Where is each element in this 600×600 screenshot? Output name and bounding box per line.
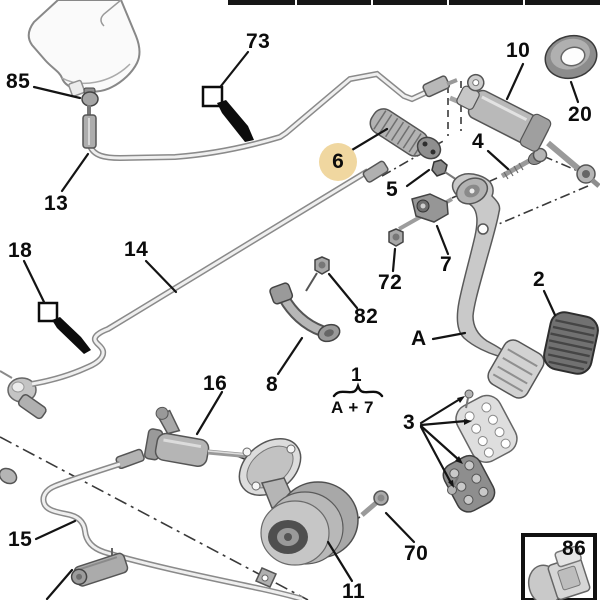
master-cylinder-16 <box>0 394 285 485</box>
part-label-16[interactable]: 16 <box>203 372 228 395</box>
part-label-6-highlighted[interactable]: 6 <box>332 150 344 173</box>
part-label-13[interactable]: 13 <box>44 192 69 215</box>
bolt-70 <box>360 490 389 517</box>
leader-lines <box>22 50 580 600</box>
highlight-circle-part-6[interactable] <box>319 143 357 181</box>
part-label-10[interactable]: 10 <box>506 39 531 62</box>
pivot-hardware <box>388 147 548 247</box>
pedal-plates-3 <box>442 389 518 513</box>
assembly-label-1: 1 <box>351 365 363 386</box>
part-label-82[interactable]: 82 <box>354 305 379 328</box>
part-label-2[interactable]: 2 <box>533 268 546 291</box>
leader-arrowheads-3 <box>448 396 472 488</box>
part-label-86[interactable]: 86 <box>562 537 587 560</box>
pedal-rubber-2 <box>543 311 599 375</box>
part-label-72[interactable]: 72 <box>378 271 403 294</box>
clutch-pipe-13 <box>82 70 458 162</box>
part-label-7[interactable]: 7 <box>440 253 453 276</box>
part-label-15[interactable]: 15 <box>8 528 33 551</box>
assembly-label-a-plus-7: A + 7 <box>331 398 374 417</box>
master-cylinder-10 <box>449 73 600 188</box>
part-label-8[interactable]: 8 <box>266 373 279 396</box>
part-label-70[interactable]: 70 <box>404 542 429 565</box>
pipe-clamp-bracket <box>70 552 129 587</box>
damper-spring-6 <box>369 108 442 160</box>
top-crop-bar <box>228 0 600 5</box>
clip-5 <box>431 159 448 177</box>
pedal-pad <box>487 339 545 399</box>
callout-box-73 <box>201 85 224 108</box>
part-label-18[interactable]: 18 <box>8 239 33 262</box>
part-label-85[interactable]: 85 <box>6 70 31 93</box>
part-label-3[interactable]: 3 <box>403 411 416 434</box>
inset-box-86 <box>521 533 597 600</box>
part-label-14[interactable]: 14 <box>124 238 149 261</box>
bolt-4 <box>500 147 548 180</box>
callout-arrows <box>37 85 254 354</box>
part-label-73[interactable]: 73 <box>246 30 271 53</box>
clutch-pipe-15 <box>40 448 303 600</box>
slave-cylinder-11 <box>238 438 389 588</box>
support-bracket-8 <box>269 256 341 343</box>
part-label-20[interactable]: 20 <box>568 103 593 126</box>
callout-box-18 <box>37 301 59 323</box>
reservoir-grommet-85 <box>81 87 99 107</box>
part-label-4[interactable]: 4 <box>472 130 485 153</box>
fluid-reservoir <box>27 0 141 97</box>
ref-label-A: A <box>411 327 427 350</box>
part-label-11[interactable]: 11 <box>342 580 366 600</box>
part-label-5[interactable]: 5 <box>386 178 399 201</box>
overbrace-a-plus-7 <box>332 382 384 398</box>
seal-20 <box>544 34 598 80</box>
clutch-pedal-A <box>451 173 545 399</box>
